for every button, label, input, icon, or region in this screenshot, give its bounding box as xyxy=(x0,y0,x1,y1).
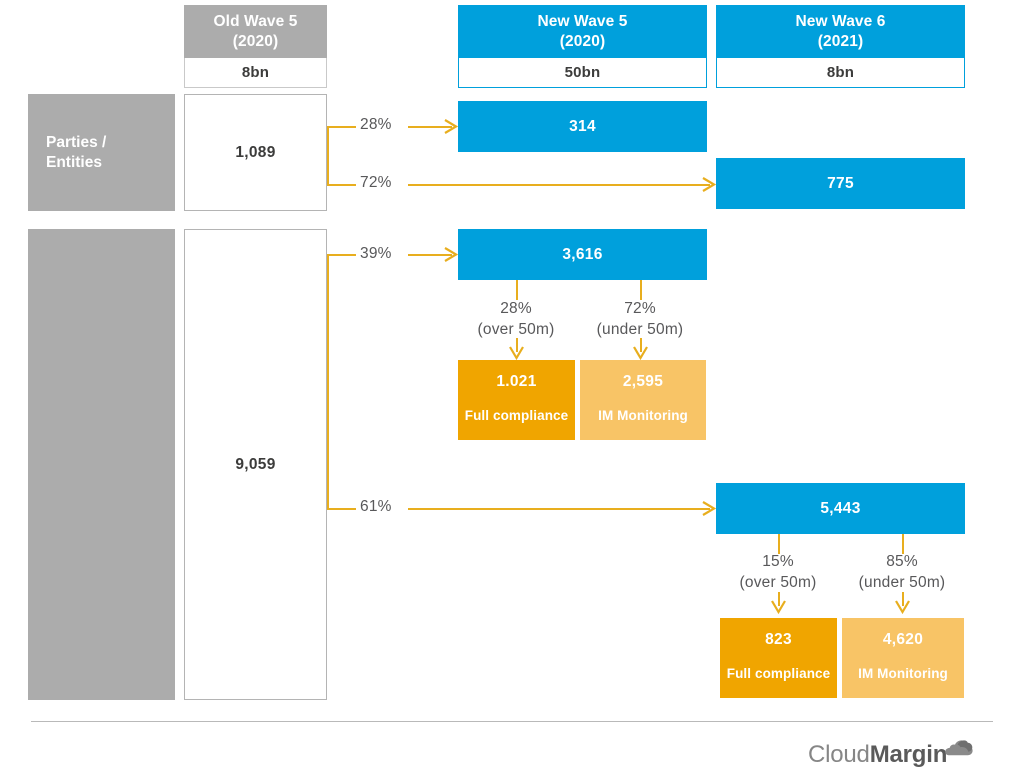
logo-text-margin: Margin xyxy=(869,741,948,768)
connector-line-row1-split2-b xyxy=(408,184,710,186)
connector-line-row1-split1-b xyxy=(408,126,452,128)
column-header-title-line1: New Wave 6 xyxy=(795,12,886,30)
arrow-right-row2-split1 xyxy=(444,247,459,262)
connector-line-row1-split2-a xyxy=(327,184,356,186)
flow-box-314: 314 xyxy=(458,101,707,152)
flow-box-3616: 3,616 xyxy=(458,229,707,280)
arrow-down-3616-under50m xyxy=(633,346,648,361)
sub-split-pct-value: 28% xyxy=(500,300,532,317)
logo-wordmark: CloudMargin xyxy=(808,743,947,767)
outcome-label: IM Monitoring xyxy=(598,408,688,423)
split-pct-row1-28: 28% xyxy=(360,116,392,133)
old-wave-total-parties-entities: 1,089 xyxy=(184,94,327,211)
outcome-box-4620: 4,620 IM Monitoring xyxy=(842,618,964,698)
column-value-new-wave-5: 50bn xyxy=(458,58,707,88)
logo-text-cloud: Cloud xyxy=(808,741,870,768)
arrow-down-3616-over50m xyxy=(509,346,524,361)
sub-split-pct-value: 85% xyxy=(886,553,918,570)
column-header-new-wave-6: New Wave 6 (2021) xyxy=(716,5,965,58)
sub-split-threshold: (over 50m) xyxy=(739,574,817,592)
connector-stem-3616-under50m xyxy=(640,280,642,300)
outcome-box-1021: 1.021 Full compliance xyxy=(458,360,575,440)
outcome-value: 2,595 xyxy=(622,373,664,390)
outcome-label: Full compliance xyxy=(726,666,831,681)
arrow-right-row1-split2 xyxy=(702,177,717,192)
sub-split-pct-3616-under50m: 72% (under 50m) xyxy=(566,298,714,341)
sub-split-threshold: (under 50m) xyxy=(596,321,684,339)
column-header-title-line1: New Wave 5 xyxy=(537,12,628,30)
column-value-old-wave-5: 8bn xyxy=(184,58,327,88)
split-pct-row1-72: 72% xyxy=(360,174,392,191)
connector-line-row1-split1-a xyxy=(327,126,356,128)
connector-stem-5443-under50m-lower xyxy=(902,592,904,606)
column-header-new-wave-5: New Wave 5 (2020) xyxy=(458,5,707,58)
arrow-down-5443-under50m xyxy=(895,600,910,615)
outcome-label: Full compliance xyxy=(464,408,569,423)
flow-box-5443: 5,443 xyxy=(716,483,965,534)
connector-stem-row-2 xyxy=(327,255,329,510)
column-header-title-line2: (2020) xyxy=(559,32,606,50)
column-header-title-line1: Old Wave 5 xyxy=(213,12,298,30)
connector-stem-5443-over50m xyxy=(778,534,780,554)
sub-split-pct-value: 15% xyxy=(762,553,794,570)
column-header-old-wave-5: Old Wave 5 (2020) xyxy=(184,5,327,58)
sub-split-pct-3616-over50m: 28% (over 50m) xyxy=(446,298,586,341)
connector-stem-row-1 xyxy=(327,127,329,186)
arrow-right-row2-split2 xyxy=(702,501,717,516)
sub-split-pct-value: 72% xyxy=(624,300,656,317)
arrow-down-5443-over50m xyxy=(771,600,786,615)
row-label-panel-unlabeled xyxy=(28,229,175,700)
column-header-title-line2: (2020) xyxy=(232,32,279,50)
connector-stem-3616-under50m-lower xyxy=(640,338,642,352)
sub-split-threshold: (under 50m) xyxy=(858,574,946,592)
connector-line-row2-split2-b xyxy=(408,508,710,510)
sub-split-threshold: (over 50m) xyxy=(477,321,555,339)
connector-stem-5443-under50m xyxy=(902,534,904,554)
outcome-label: IM Monitoring xyxy=(858,666,948,681)
footer-divider xyxy=(31,721,993,722)
row-label-panel-parties-entities: Parties /Entities xyxy=(28,94,175,211)
column-value-new-wave-6: 8bn xyxy=(716,58,965,88)
connector-stem-5443-over50m-lower xyxy=(778,592,780,606)
cloudmargin-logo: CloudMargin xyxy=(808,738,973,767)
sub-split-pct-5443-over50m: 15% (over 50m) xyxy=(708,551,848,594)
outcome-box-823: 823 Full compliance xyxy=(720,618,837,698)
outcome-box-2595: 2,595 IM Monitoring xyxy=(580,360,706,440)
connector-line-row2-split1-b xyxy=(408,254,452,256)
connector-stem-3616-over50m-lower xyxy=(516,338,518,352)
split-pct-row2-61: 61% xyxy=(360,498,392,515)
row-label-text: Parties /Entities xyxy=(46,133,107,171)
outcome-value: 1.021 xyxy=(496,373,537,390)
outcome-value: 4,620 xyxy=(882,631,924,648)
old-wave-total-9059: 9,059 xyxy=(184,229,327,700)
connector-stem-3616-over50m xyxy=(516,280,518,300)
flow-box-775: 775 xyxy=(716,158,965,209)
column-header-title-line2: (2021) xyxy=(817,32,864,50)
connector-line-row2-split2-a xyxy=(327,508,356,510)
arrow-right-row1-split1 xyxy=(444,119,459,134)
connector-line-row2-split1-a xyxy=(327,254,356,256)
sub-split-pct-5443-under50m: 85% (under 50m) xyxy=(828,551,976,594)
split-pct-row2-39: 39% xyxy=(360,245,392,262)
cloud-icon xyxy=(945,738,973,756)
outcome-value: 823 xyxy=(765,631,792,648)
